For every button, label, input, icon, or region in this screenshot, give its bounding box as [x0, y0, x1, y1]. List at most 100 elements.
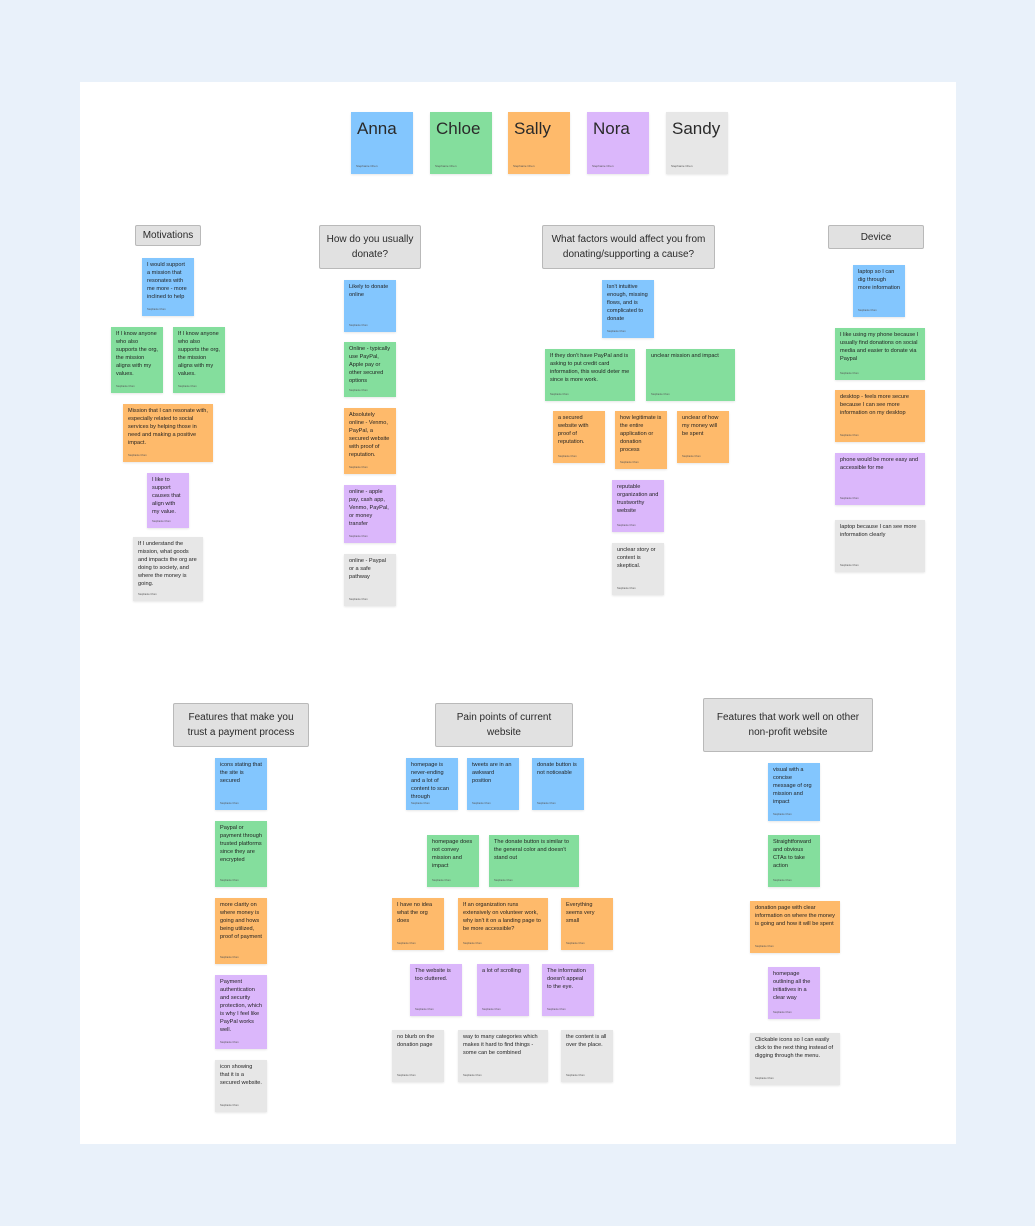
author-label: Stephanie Chen [682, 455, 701, 459]
sticky-note[interactable]: The information doesn't appeal to the ey… [542, 964, 594, 1016]
note-text: unclear mission and impact [651, 353, 719, 359]
note-text: the content is all over the place. [566, 1034, 607, 1048]
author-label: Stephanie Chen [463, 942, 482, 946]
header-factors[interactable]: What factors would affect you from donat… [542, 225, 715, 269]
author-label: Stephanie Chen [494, 879, 513, 883]
sticky-note[interactable]: icon showing that it is a secured websit… [215, 1060, 267, 1112]
name-sticky-sandy[interactable]: Sandy Stephanie Chen [666, 112, 728, 174]
note-text: icons stating that the site is secured [220, 762, 262, 784]
sticky-note[interactable]: desktop - feels more secure because I ca… [835, 390, 925, 442]
sticky-note[interactable]: Paypal or payment through trusted platfo… [215, 821, 267, 887]
name-label: Sandy [672, 119, 721, 138]
sticky-note[interactable]: If they don't have PayPal and is asking … [545, 349, 635, 401]
sticky-note[interactable]: the content is all over the place. Stepha… [561, 1030, 613, 1082]
note-text: Straightforward and obvious CTAs to take… [773, 839, 811, 869]
author-label: Stephanie Chen [411, 802, 430, 806]
sticky-note[interactable]: I like to support causes that align with… [147, 473, 189, 528]
author-label: Stephanie Chen [773, 879, 792, 883]
sticky-note[interactable]: way to many categories which makes it ha… [458, 1030, 548, 1082]
sticky-note[interactable]: unclear story or context is skeptical.St… [612, 543, 664, 595]
sticky-note[interactable]: If an organization runs extensively on v… [458, 898, 548, 950]
sticky-note[interactable]: how legitimate is the entire application… [615, 411, 667, 469]
note-text: If an organization runs extensively on v… [463, 902, 541, 932]
author-label: Stephanie Chen [397, 1074, 416, 1078]
sticky-note[interactable]: The website is too cluttered.Stephanie C… [410, 964, 462, 1016]
name-sticky-anna[interactable]: Anna Stephanie Chen [351, 112, 413, 174]
author-label: Stephanie Chen [651, 393, 670, 397]
author-label: Stephanie Chen [620, 461, 639, 465]
sticky-note[interactable]: reputable organization and trustworthy w… [612, 480, 664, 532]
note-text: donation page with clear information on … [755, 905, 835, 927]
sticky-note[interactable]: laptop because I can see more informatio… [835, 520, 925, 572]
header-how-donate[interactable]: How do you usually donate? [319, 225, 421, 269]
name-sticky-nora[interactable]: Nora Stephanie Chen [587, 112, 649, 174]
author-label: Stephanie Chen [220, 879, 239, 883]
whiteboard-canvas[interactable]: Anna Stephanie Chen Chloe Stephanie Chen… [80, 82, 956, 1144]
sticky-note[interactable]: Clickable icons so I can easily click to… [750, 1033, 840, 1085]
note-text: Online - typically use PayPal, Apple pay… [349, 346, 391, 384]
author-label: Stephanie Chen [773, 1011, 792, 1015]
author-label: Stephanie Chen [356, 163, 378, 168]
sticky-note[interactable]: Mission that I can resonate with, especi… [123, 404, 213, 462]
sticky-note[interactable]: phone would be more easy and accessible … [835, 453, 925, 505]
sticky-note[interactable]: Straightforward and obvious CTAs to take… [768, 835, 820, 887]
author-label: Stephanie Chen [128, 454, 147, 458]
author-label: Stephanie Chen [435, 163, 457, 168]
note-text: I like to support causes that align with… [152, 477, 181, 515]
sticky-note[interactable]: Online - typically use PayPal, Apple pay… [344, 342, 396, 397]
sticky-note[interactable]: Isn't intuitive enough, missing flows, a… [602, 280, 654, 338]
sticky-note[interactable]: Absolutely online - Venmo, PayPal, a sec… [344, 408, 396, 474]
sticky-note[interactable]: donation page with clear information on … [750, 901, 840, 953]
name-label: Sally [514, 119, 551, 138]
name-label: Chloe [436, 119, 481, 138]
author-label: Stephanie Chen [566, 1074, 585, 1078]
note-text: a secured website with proof of reputati… [558, 415, 589, 445]
sticky-note[interactable]: visual with a concise message of org mis… [768, 763, 820, 821]
note-text: Isn't intuitive enough, missing flows, a… [607, 284, 648, 322]
sticky-note[interactable]: homepage outlining all the initiatives i… [768, 967, 820, 1019]
sticky-note[interactable]: a secured website with proof of reputati… [553, 411, 605, 463]
author-label: Stephanie Chen [147, 308, 166, 312]
note-text: online - Paypal or a safe pathway [349, 558, 387, 580]
sticky-note[interactable]: If I understand the mission, what goods … [133, 537, 203, 601]
sticky-note[interactable]: homepage is never-ending and a lot of co… [406, 758, 458, 810]
name-sticky-chloe[interactable]: Chloe Stephanie Chen [430, 112, 492, 174]
author-label: Stephanie Chen [566, 942, 585, 946]
header-work-well[interactable]: Features that work well on other non-pro… [703, 698, 873, 752]
note-text: Likely to donate online [349, 284, 389, 298]
sticky-note[interactable]: The donate button is similar to the gene… [489, 835, 579, 887]
note-text: I like using my phone because I usually … [840, 332, 919, 362]
sticky-note[interactable]: I like using my phone because I usually … [835, 328, 925, 380]
sticky-note[interactable]: Payment authentication and security prot… [215, 975, 267, 1049]
note-text: The website is too cluttered. [415, 968, 451, 982]
name-sticky-sally[interactable]: Sally Stephanie Chen [508, 112, 570, 174]
note-text: The information doesn't appeal to the ey… [547, 968, 586, 990]
author-label: Stephanie Chen [592, 163, 614, 168]
header-device[interactable]: Device [828, 225, 924, 249]
note-text: If I know anyone who also supports the o… [116, 331, 158, 377]
sticky-note[interactable]: laptop so I can dig through more informa… [853, 265, 905, 317]
header-motivations[interactable]: Motivations [135, 225, 201, 246]
sticky-note[interactable]: If I know anyone who also supports the o… [173, 327, 225, 393]
sticky-note[interactable]: If I know anyone who also supports the o… [111, 327, 163, 393]
header-trust[interactable]: Features that make you trust a payment p… [173, 703, 309, 747]
author-label: Stephanie Chen [671, 163, 693, 168]
header-pain-points[interactable]: Pain points of current website [435, 703, 573, 747]
author-label: Stephanie Chen [220, 1104, 239, 1108]
sticky-note[interactable]: more clarity on where money is going and… [215, 898, 267, 964]
sticky-note[interactable]: I would support a mission that resonates… [142, 258, 194, 316]
note-text: I would support a mission that resonates… [147, 262, 187, 300]
sticky-note[interactable]: online - apple pay, cash app, Venmo, Pay… [344, 485, 396, 543]
sticky-note[interactable]: homepage does not convey mission and imp… [427, 835, 479, 887]
